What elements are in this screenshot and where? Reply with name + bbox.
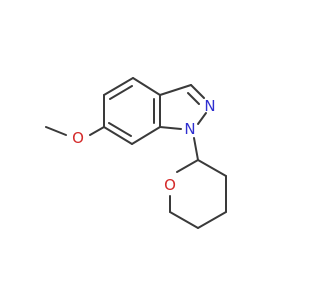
bond-c3-n2: [190, 84, 205, 99]
bond-oxane-c3-c2: [197, 159, 227, 177]
bond-oxygen-c6: [89, 126, 105, 136]
bond-n1-c7a: [159, 126, 182, 130]
bond-oxane-c5-c4: [197, 211, 227, 229]
indazole-n2-label: N: [204, 97, 215, 115]
bond-c3a-c3: [159, 84, 192, 96]
bond-c5-c4-inner: [109, 85, 133, 100]
bond-oxane-c6-c5: [169, 211, 199, 229]
bond-c4-c3a: [132, 77, 161, 96]
bond-methyl-oxygen: [45, 126, 67, 136]
chemical-structure-diagram: O N N O: [45, 77, 227, 229]
bond-c3-n2-inner: [187, 92, 200, 105]
bond-c5-c4: [103, 77, 134, 96]
bond-n2-n1: [197, 112, 207, 125]
ring-oxygen-label: O: [164, 176, 176, 194]
bond-n1-oxane-c2: [193, 137, 199, 161]
indazole-n1-label: N: [184, 120, 195, 138]
methoxy-oxygen-label: O: [72, 129, 84, 147]
bond-c7a-c7: [131, 126, 161, 145]
bond-oxane-c2-o: [176, 159, 199, 173]
bond-c7-c6: [103, 126, 133, 145]
bond-c7-c6-inner: [108, 122, 132, 137]
